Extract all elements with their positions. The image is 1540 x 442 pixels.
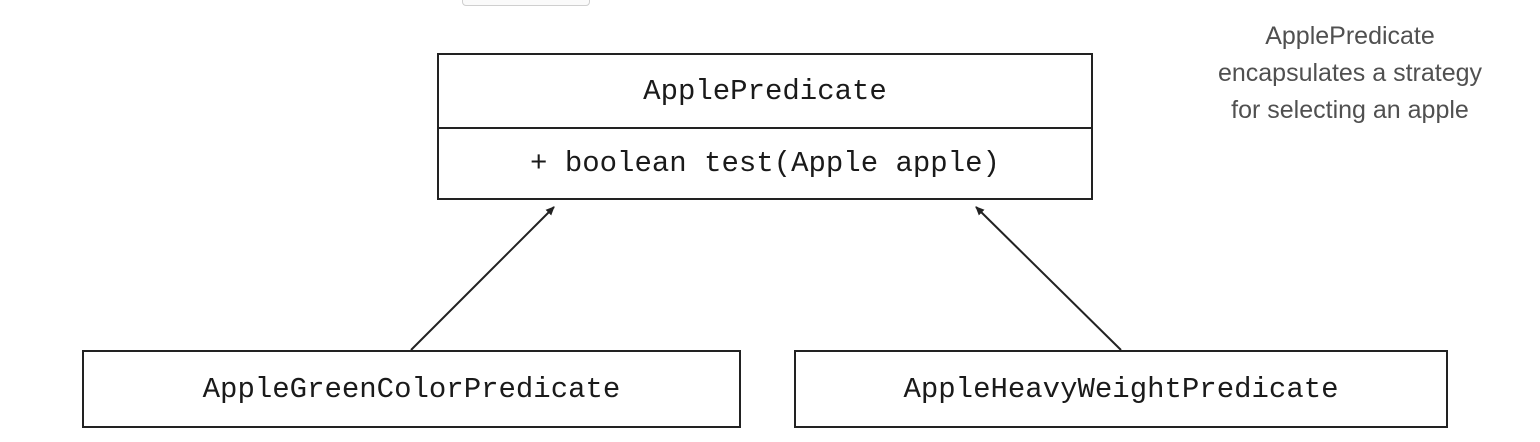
interface-name: ApplePredicate [439, 55, 1091, 129]
class-box-heavy-weight-predicate: AppleHeavyWeightPredicate [794, 350, 1448, 428]
interface-method: + boolean test(Apple apple) [530, 147, 1000, 180]
class-name-green-color: AppleGreenColorPredicate [202, 372, 621, 406]
arrow-heavy-to-interface [975, 206, 1122, 351]
arrow-green-to-interface [410, 206, 555, 351]
note-line: encapsulates a strategy [1217, 59, 1483, 87]
interface-box-apple-predicate: ApplePredicate + boolean test(Apple appl… [437, 53, 1093, 200]
note-line: ApplePredicate [1265, 22, 1435, 50]
note-line: for selecting an apple [1231, 96, 1469, 124]
annotation-note: ApplePredicate encapsulates a strategy f… [1172, 18, 1528, 129]
class-box-green-color-predicate: AppleGreenColorPredicate [82, 350, 741, 428]
tab-stub [462, 0, 590, 6]
class-name-heavy-weight: AppleHeavyWeightPredicate [903, 372, 1339, 406]
